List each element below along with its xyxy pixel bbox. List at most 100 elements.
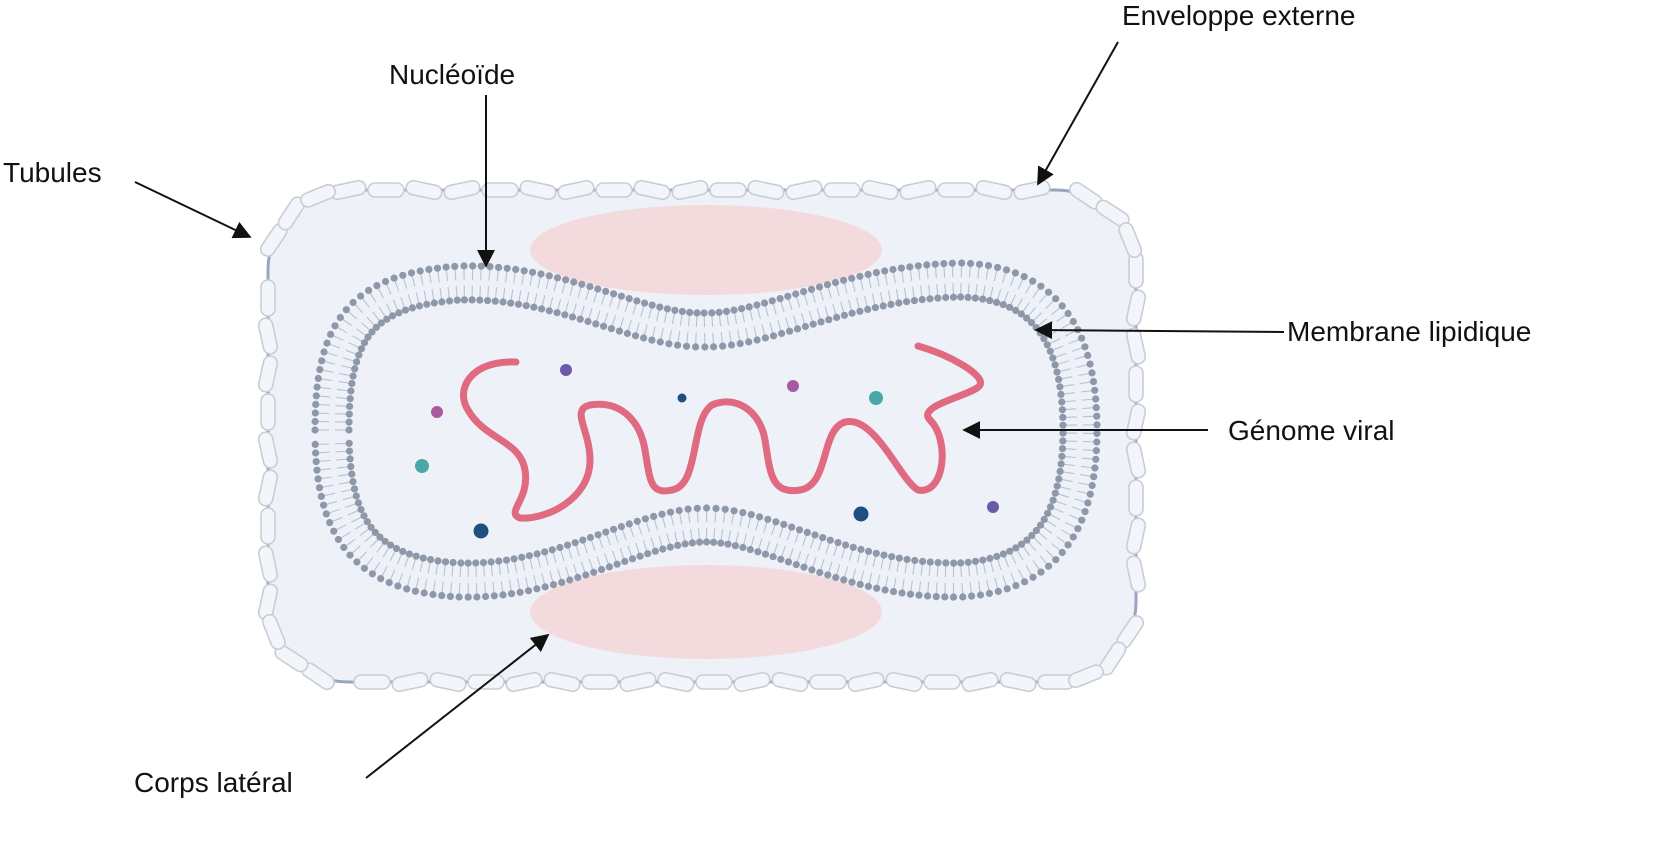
lipid-head xyxy=(739,508,747,517)
lipid-head xyxy=(425,265,433,273)
lipid-head xyxy=(1086,490,1094,498)
lipid-head xyxy=(1011,269,1020,277)
tubule xyxy=(923,674,961,690)
lipid-head xyxy=(586,533,595,542)
lipid-head xyxy=(512,265,520,273)
lipid-head xyxy=(915,591,923,599)
lipid-head xyxy=(784,558,793,566)
lipid-head xyxy=(712,504,720,512)
lipid-head xyxy=(464,559,472,567)
lipid-head xyxy=(1092,447,1100,455)
lipid-head xyxy=(864,305,872,313)
lipid-head xyxy=(760,299,769,307)
lipid-head xyxy=(322,510,330,518)
lipid-head xyxy=(522,302,530,310)
lipid-head xyxy=(468,296,476,304)
lipid-head xyxy=(490,592,498,600)
lipid-head xyxy=(499,591,507,599)
lipid-head xyxy=(621,557,629,566)
lipid-head xyxy=(948,259,956,267)
lipid-head xyxy=(736,340,744,348)
particle xyxy=(787,380,799,392)
lipid-head xyxy=(994,263,1002,272)
tubule xyxy=(257,469,279,507)
lipid-head xyxy=(658,510,666,518)
lipid-head xyxy=(507,590,516,598)
lipid-head xyxy=(411,587,419,595)
lipid-head xyxy=(360,564,368,572)
lipid-head xyxy=(640,334,648,342)
lipid-head xyxy=(399,547,407,556)
tubule xyxy=(260,279,276,317)
lipid-head xyxy=(1055,375,1063,383)
particle xyxy=(431,406,443,418)
lipid-head xyxy=(971,557,980,565)
lipid-head xyxy=(313,383,321,391)
lipid-head xyxy=(345,410,353,418)
lipid-head xyxy=(993,298,1001,306)
lipid-head xyxy=(529,268,537,276)
lipid-head xyxy=(323,339,331,347)
lipid-head xyxy=(674,341,682,349)
lipid-head xyxy=(562,276,570,284)
lipid-head xyxy=(628,555,637,563)
lipid-head xyxy=(357,345,366,353)
lipid-head xyxy=(926,558,934,566)
lipid-head xyxy=(525,552,534,560)
lipid-head xyxy=(1089,378,1098,386)
lipid-head xyxy=(856,580,864,589)
tubule xyxy=(257,545,279,583)
arrows xyxy=(134,41,1285,779)
lipid-head xyxy=(387,541,395,549)
tubule xyxy=(671,179,709,201)
lipid-head xyxy=(873,584,881,592)
lipid-head xyxy=(975,260,984,268)
lipid-head xyxy=(377,319,385,327)
lipid-head xyxy=(357,505,365,514)
lipid-head xyxy=(314,475,322,483)
lipid-head xyxy=(1051,489,1059,497)
lipid-head xyxy=(1027,319,1036,327)
lipid-head xyxy=(394,582,402,590)
lipid-head xyxy=(556,543,564,552)
tubule xyxy=(300,183,337,208)
lipid-head xyxy=(312,392,320,400)
tubule xyxy=(861,179,899,201)
lipid-head xyxy=(857,545,865,554)
lipid-head xyxy=(746,546,754,554)
lipid-head xyxy=(598,566,606,574)
lipid-head xyxy=(753,336,761,344)
lipid-head xyxy=(931,260,939,268)
lipid-head xyxy=(888,553,896,561)
tubule xyxy=(847,671,885,693)
lipid-head xyxy=(1049,496,1057,504)
lipid-head xyxy=(715,308,723,316)
lipid-head xyxy=(311,409,319,417)
lipid-head xyxy=(1051,361,1059,369)
lipid-head xyxy=(427,556,435,564)
tubule xyxy=(657,671,695,693)
lipid-head xyxy=(533,550,541,558)
tubule xyxy=(1125,327,1147,365)
lipid-head xyxy=(311,440,319,448)
lipid-head xyxy=(684,505,692,513)
tubule xyxy=(467,674,505,690)
particles xyxy=(415,364,999,539)
lipid-head xyxy=(1088,481,1096,490)
lipid-head xyxy=(786,327,794,335)
lipid-head xyxy=(656,303,664,311)
lipid-head xyxy=(840,576,848,584)
lipid-head xyxy=(1003,585,1011,593)
lipid-head xyxy=(650,512,658,521)
lipid-head xyxy=(574,573,582,582)
lipid-head xyxy=(416,267,424,275)
lipid-head xyxy=(385,579,393,587)
lipid-bilayer xyxy=(311,259,1101,601)
lipid-head xyxy=(1012,582,1020,590)
lipid-head xyxy=(395,309,403,317)
lipid-head xyxy=(353,358,361,366)
lipid-head xyxy=(693,504,701,512)
lipid-head xyxy=(446,297,454,305)
lipid-head xyxy=(819,534,827,542)
tubule xyxy=(1125,517,1147,555)
